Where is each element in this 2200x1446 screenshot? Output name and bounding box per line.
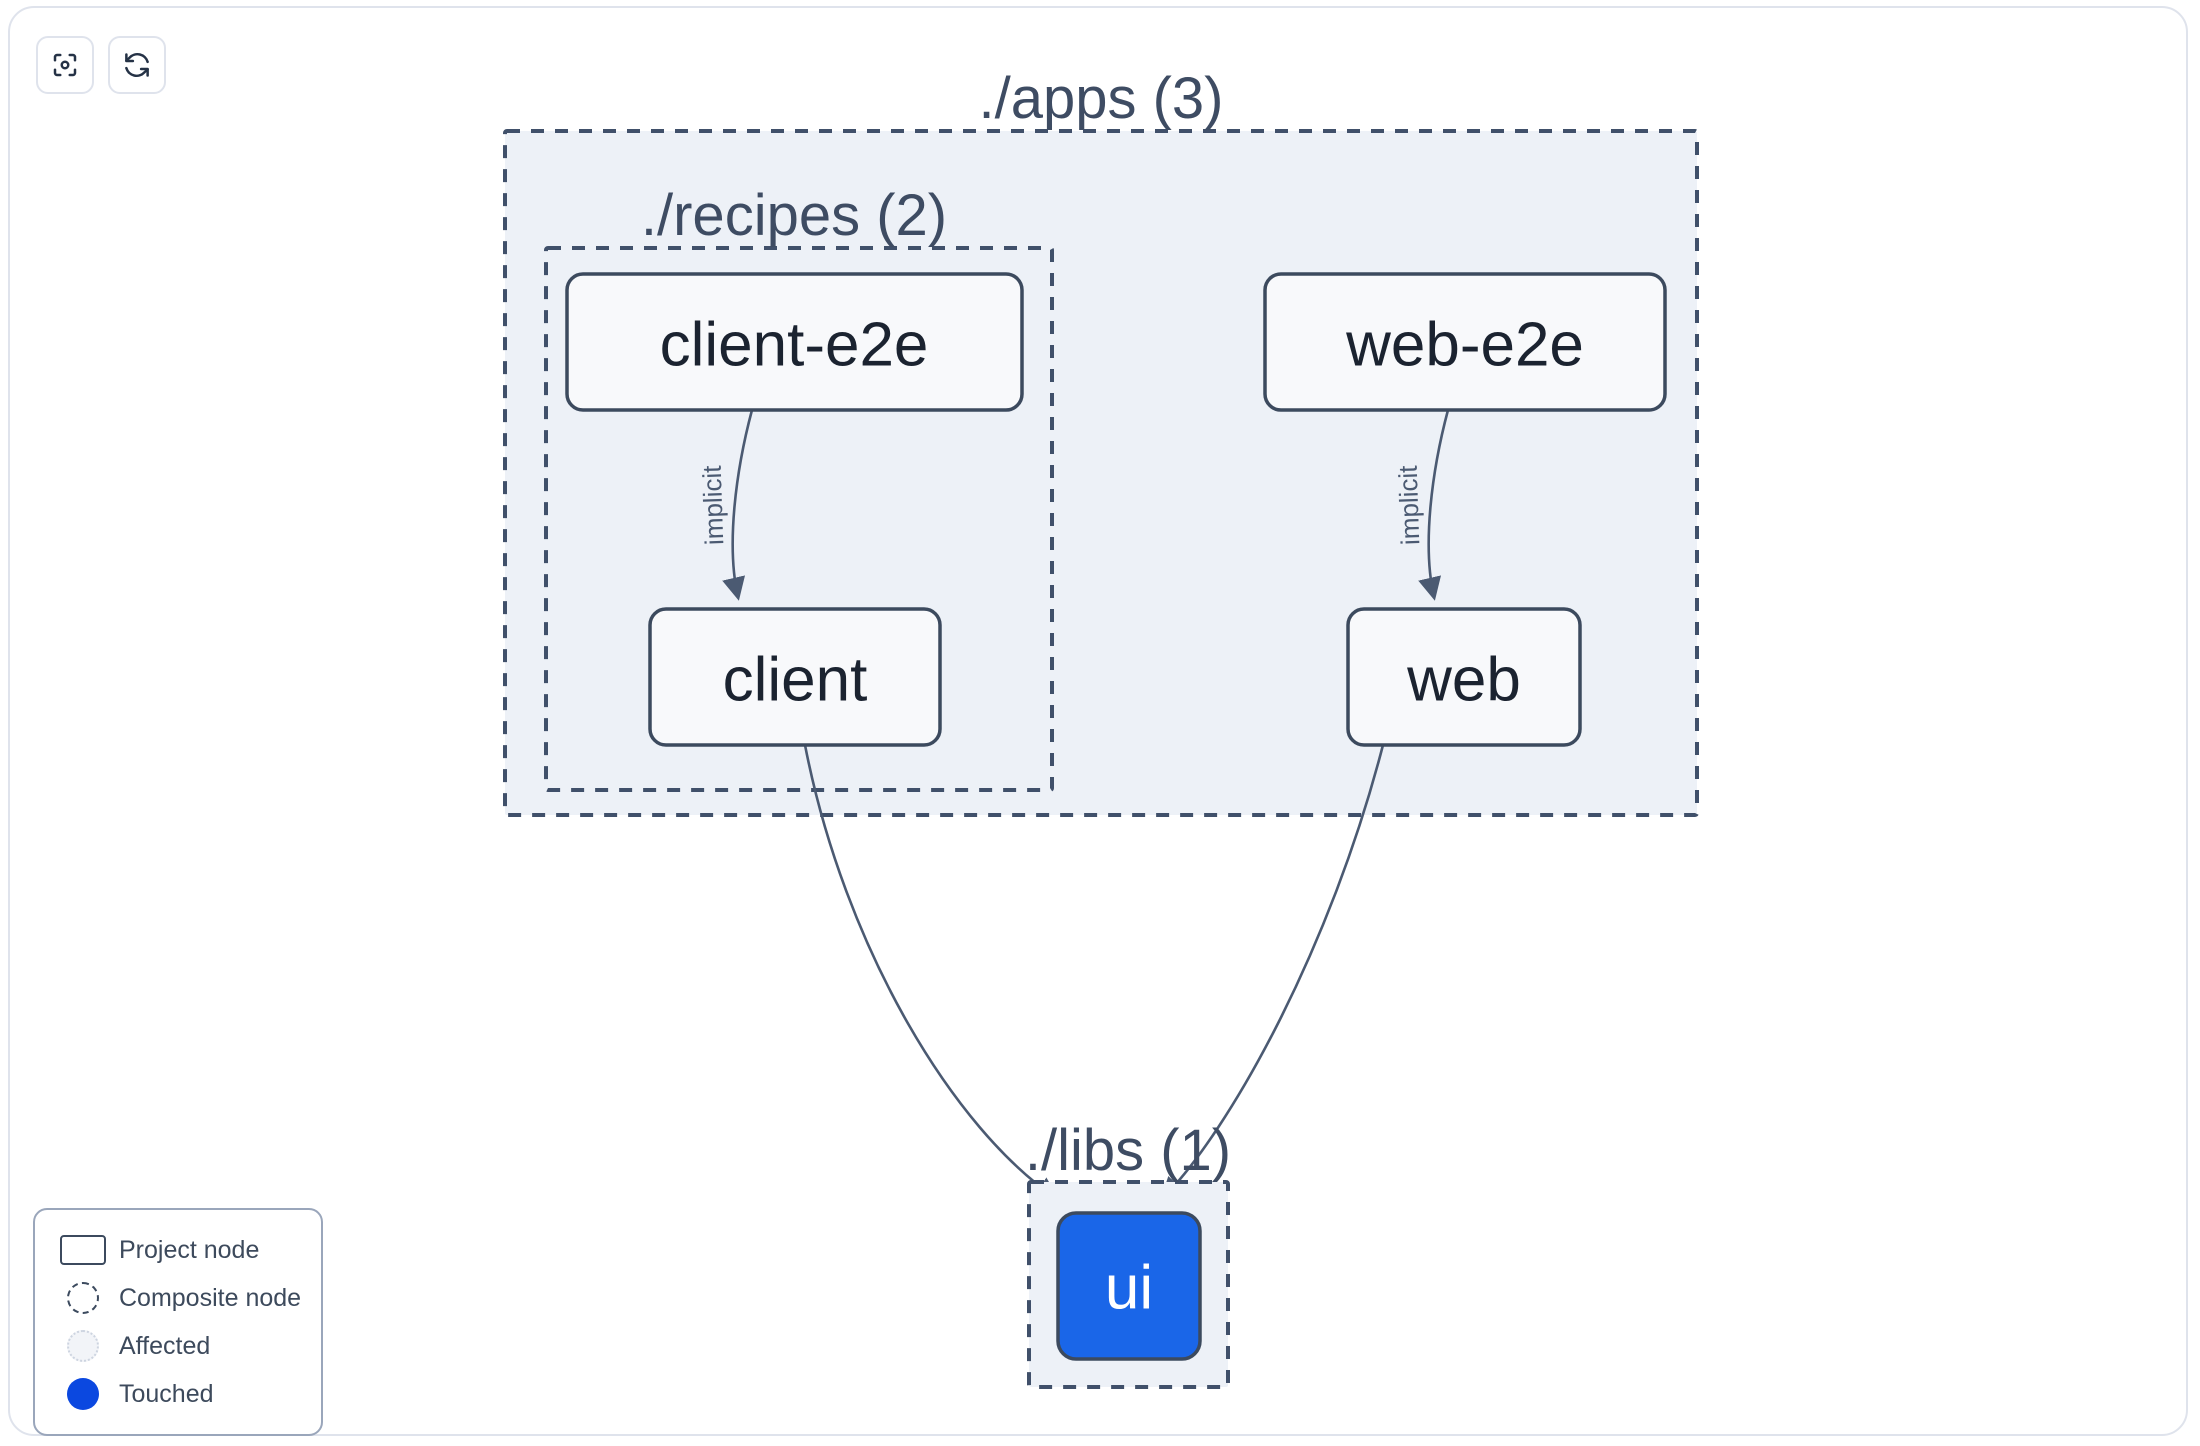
- group-recipes-label: ./recipes (2): [641, 183, 947, 248]
- legend-item-touched: Touched: [55, 1370, 303, 1418]
- edge-web-e2e-to-web-path: [1418, 409, 1450, 601]
- group-libs-label: ./libs (1): [1025, 1118, 1231, 1183]
- legend-item-project-node: Project node: [55, 1226, 303, 1274]
- touched-swatch: [55, 1378, 111, 1410]
- node-client[interactable]: client: [648, 607, 942, 747]
- edge-client-e2e-to-client[interactable]: implicit: [697, 409, 754, 601]
- edge-web-e2e-to-web[interactable]: implicit: [1393, 409, 1450, 601]
- edge-client-to-ui-path: [803, 744, 1060, 1201]
- legend-item-affected: Affected: [55, 1322, 303, 1370]
- node-web-e2e-rect[interactable]: [1263, 272, 1667, 412]
- graph-toolbar: [36, 36, 166, 94]
- composite-node-swatch: [55, 1282, 111, 1314]
- node-client-e2e-rect[interactable]: [565, 272, 1024, 412]
- node-client-e2e[interactable]: client-e2e: [565, 272, 1024, 412]
- graph-legend: Project node Composite node Affected Tou…: [33, 1208, 323, 1436]
- node-web-rect[interactable]: [1346, 607, 1582, 747]
- edge-client-to-ui[interactable]: [803, 744, 1060, 1201]
- node-ui-label: ui: [1105, 1254, 1153, 1323]
- legend-label-touched: Touched: [119, 1379, 214, 1408]
- legend-label-composite-node: Composite node: [119, 1283, 302, 1312]
- focus-graph-button[interactable]: [36, 36, 94, 94]
- node-web-e2e-label: web-e2e: [1345, 311, 1584, 380]
- project-node-swatch: [55, 1235, 111, 1265]
- legend-item-composite-node: Composite node: [55, 1274, 303, 1322]
- node-web-label: web: [1406, 646, 1521, 715]
- refresh-icon: [122, 50, 152, 80]
- node-client-e2e-label: client-e2e: [660, 311, 929, 380]
- edge-client-e2e-to-client-label: implicit: [697, 464, 730, 545]
- affected-swatch: [55, 1330, 111, 1362]
- node-client-rect[interactable]: [648, 607, 942, 747]
- focus-icon: [50, 50, 80, 80]
- edge-web-to-ui-path: [1160, 744, 1385, 1201]
- node-client-label: client: [723, 646, 868, 715]
- node-ui[interactable]: ui: [1056, 1211, 1202, 1361]
- edge-web-e2e-to-web-label: implicit: [1393, 464, 1426, 545]
- edge-client-e2e-to-client-path: [722, 409, 754, 601]
- legend-label-affected: Affected: [119, 1331, 211, 1360]
- node-web[interactable]: web: [1346, 607, 1582, 747]
- legend-label-project-node: Project node: [119, 1235, 260, 1264]
- node-web-e2e[interactable]: web-e2e: [1263, 272, 1667, 412]
- refresh-graph-button[interactable]: [108, 36, 166, 94]
- edge-web-to-ui[interactable]: [1160, 744, 1385, 1201]
- node-ui-rect[interactable]: [1056, 1211, 1202, 1361]
- group-apps-label: ./apps (3): [979, 66, 1224, 131]
